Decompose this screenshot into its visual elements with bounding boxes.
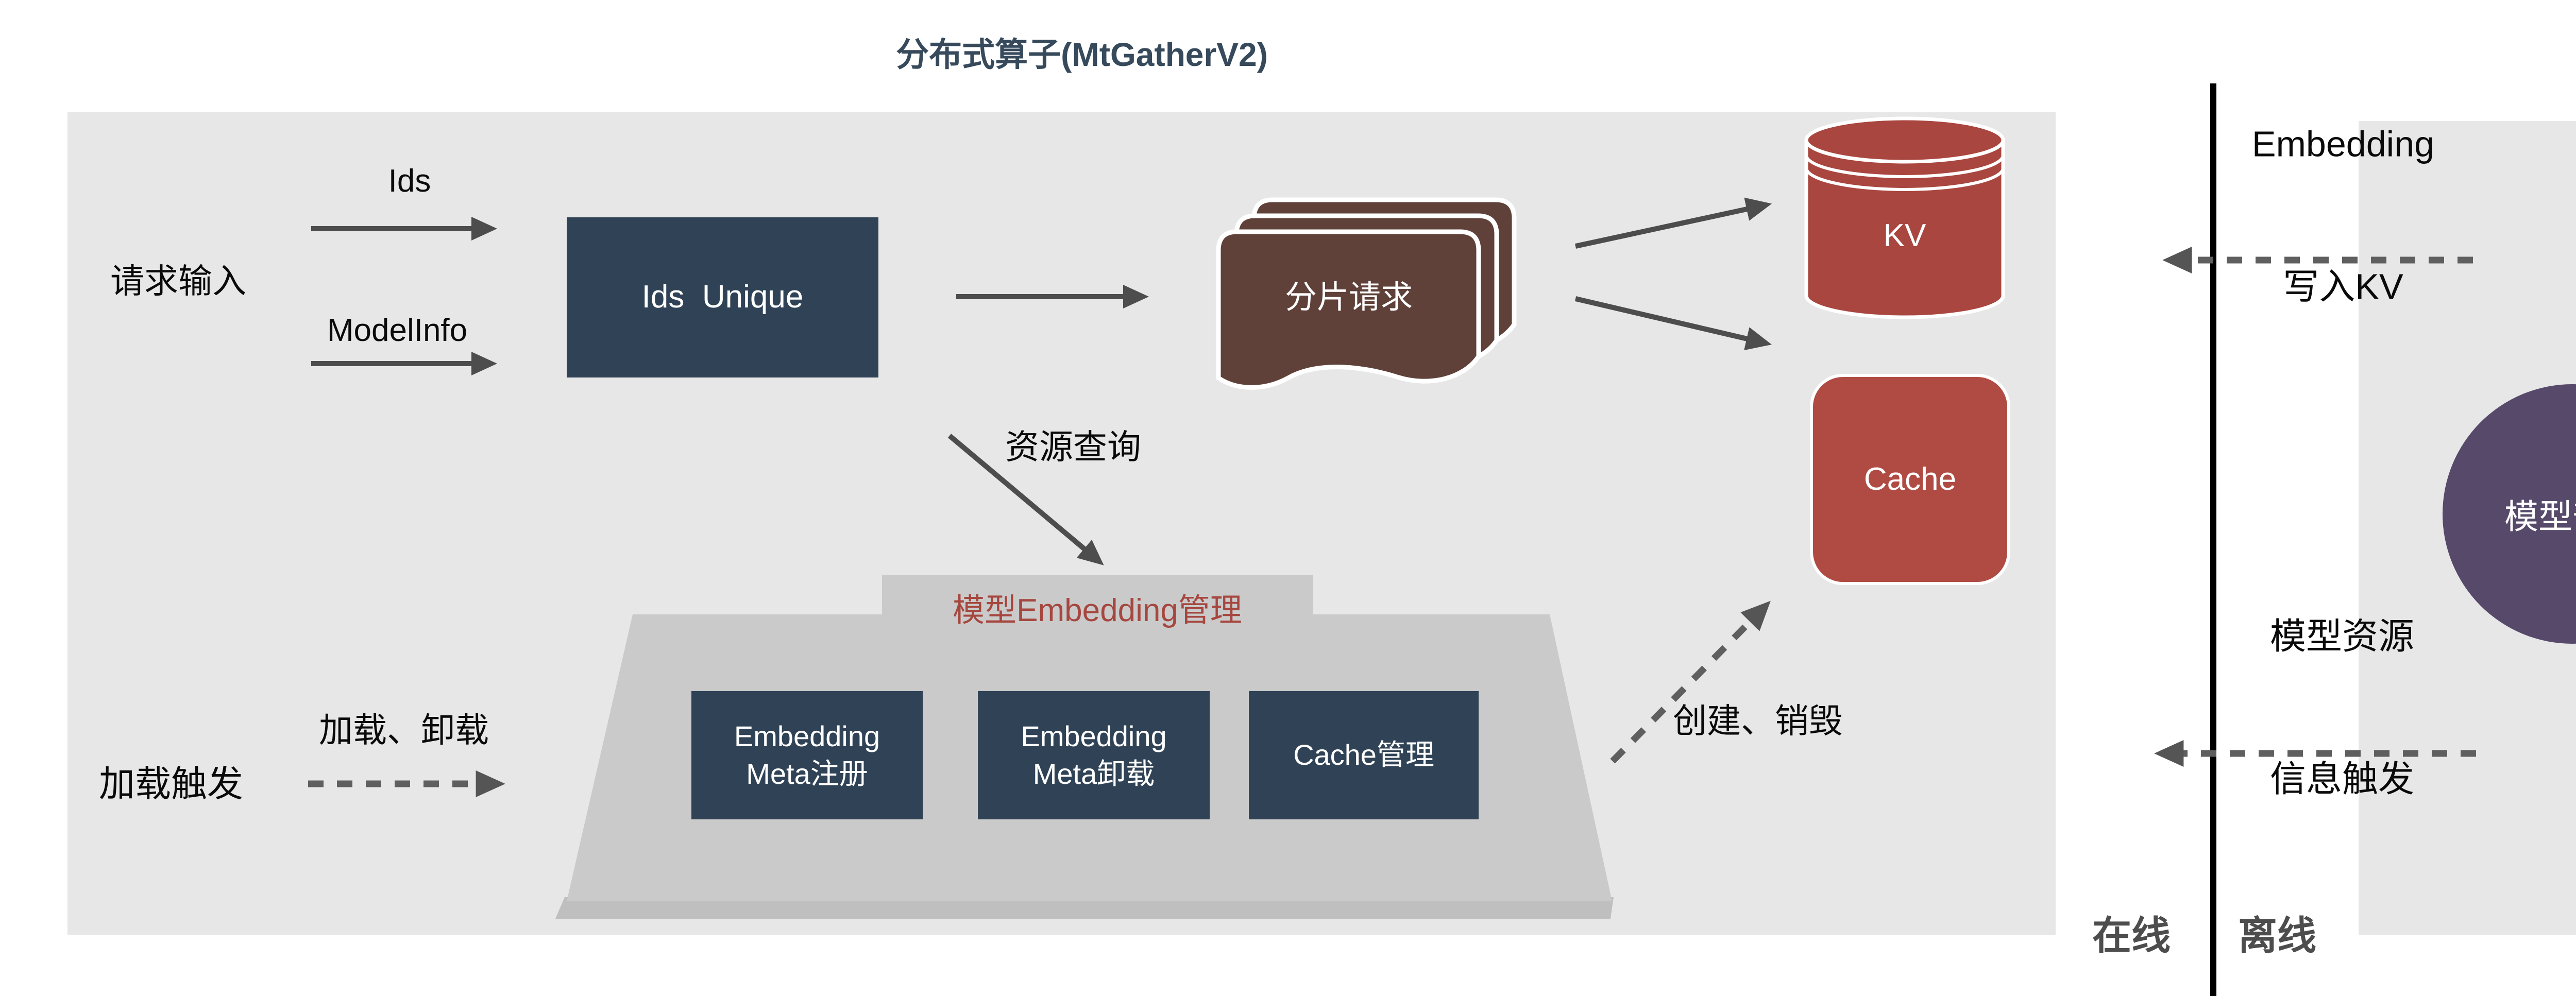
embedding-mgmt-title: 模型Embedding管理 bbox=[953, 593, 1242, 629]
model-resource-line1: 模型资源 bbox=[2270, 616, 2414, 657]
diagram-title: 分布式算子(MtGatherV2) bbox=[896, 36, 1268, 73]
platform-shadow bbox=[555, 897, 1614, 919]
request-input-label: 请求输入 bbox=[110, 262, 246, 300]
kv-label: KV bbox=[1883, 218, 1926, 254]
embedding-write-kv-label: Embedding 写入KV bbox=[2252, 25, 2434, 405]
ids-unique-node: Ids Unique bbox=[567, 217, 878, 377]
cache-mgmt-node: Cache管理 bbox=[1249, 691, 1479, 819]
create-destroy-label: 创建、销毁 bbox=[1673, 701, 1843, 740]
modelinfo-arrow-label: ModelInfo bbox=[327, 313, 468, 349]
embedding-meta-unload-node: Embedding Meta卸载 bbox=[978, 691, 1210, 819]
embedding-meta-register-line1: Embedding bbox=[734, 719, 880, 752]
load-unload-label: 加载、卸载 bbox=[319, 711, 489, 749]
shard-request-cards bbox=[1216, 197, 1517, 390]
arrow-shards-to-cache bbox=[1574, 296, 1772, 351]
model-resource-trigger-label: 模型资源 信息触发 bbox=[2270, 517, 2414, 898]
arrow-resource-query bbox=[947, 434, 1104, 565]
kv-cylinder bbox=[1804, 116, 2005, 319]
offline-label: 离线 bbox=[2238, 914, 2316, 958]
online-label: 在线 bbox=[2092, 914, 2171, 958]
embedding-meta-unload-line2: Meta卸载 bbox=[1032, 757, 1155, 790]
ids-unique-label: Ids Unique bbox=[641, 279, 804, 315]
online-offline-divider-line bbox=[2210, 83, 2216, 996]
platform-tab bbox=[882, 575, 1313, 622]
cache-node: Cache bbox=[1810, 374, 2010, 585]
embedding-meta-register-node: Embedding Meta注册 bbox=[691, 691, 923, 819]
shard-card-front bbox=[1216, 229, 1481, 390]
ids-arrow-label: Ids bbox=[388, 163, 431, 199]
embedding-write-kv-line1: Embedding bbox=[2251, 124, 2435, 164]
cache-mgmt-line1: Cache管理 bbox=[1293, 739, 1434, 771]
embedding-meta-unload-line1: Embedding bbox=[1021, 719, 1167, 752]
embedding-write-kv-line2: 写入KV bbox=[2283, 266, 2403, 307]
load-trigger-label: 加载触发 bbox=[99, 763, 243, 804]
embedding-meta-register-line2: Meta注册 bbox=[746, 757, 868, 790]
arrow-shards-to-kv bbox=[1574, 197, 1772, 249]
cache-label: Cache bbox=[1863, 461, 1957, 497]
resource-query-label: 资源查询 bbox=[1005, 427, 1141, 466]
model-deploy-label: 模型部署 bbox=[2504, 497, 2576, 536]
model-resource-line2: 信息触发 bbox=[2270, 759, 2414, 799]
dashed-arrow-create-destroy bbox=[1610, 600, 1771, 764]
shard-request-label: 分片请求 bbox=[1284, 280, 1413, 316]
